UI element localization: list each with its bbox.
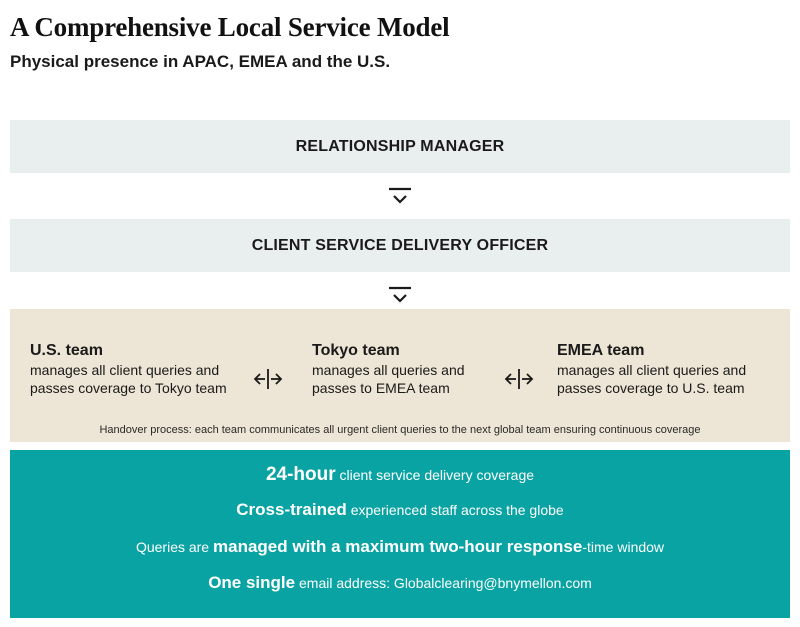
client-service-delivery-officer-box: CLIENT SERVICE DELIVERY OFFICER	[10, 219, 790, 272]
highlight-text: -time window	[582, 539, 665, 555]
us-team: U.S. team manages all client queries and…	[30, 341, 227, 397]
team-description: manages all queries and	[312, 362, 465, 378]
team-description: passes coverage to Tokyo team	[30, 380, 227, 396]
down-arrow-icon	[389, 187, 411, 204]
highlight-bold: 24-hour	[265, 464, 336, 485]
highlight-staff: Cross-trained experienced staff across t…	[10, 500, 790, 520]
highlights-panel: 24-hour client service delivery coverage…	[10, 450, 790, 618]
teams-panel: U.S. team manages all client queries and…	[10, 309, 790, 442]
highlight-bold: managed with a maximum two-hour response	[213, 537, 583, 556]
team-description: manages all client queries and	[30, 362, 220, 378]
client-service-delivery-officer-label: CLIENT SERVICE DELIVERY OFFICER	[251, 236, 549, 254]
down-arrow-icon	[389, 286, 411, 303]
highlight-bold: Cross-trained	[236, 500, 347, 519]
highlight-text: client service delivery coverage	[335, 467, 535, 483]
team-description: manages all client queries and	[557, 362, 747, 378]
highlight-text: experienced staff across the globe	[346, 502, 564, 518]
handover-arrows-icon	[504, 369, 534, 389]
page-subtitle: Physical presence in APAC, EMEA and the …	[10, 52, 391, 71]
tokyo-team: Tokyo team manages all queries and passe…	[312, 341, 465, 397]
highlight-text: email address: Globalclearing@bnymellon.…	[295, 575, 592, 591]
page-title: A Comprehensive Local Service Model	[10, 12, 450, 42]
handover-note: Handover process: each team communicates…	[99, 424, 701, 436]
emea-team: EMEA team manages all client queries and…	[557, 341, 746, 397]
highlight-response: Queries are managed with a maximum two-h…	[10, 537, 790, 557]
relationship-manager-label: RELATIONSHIP MANAGER	[295, 137, 505, 155]
team-description: passes coverage to U.S. team	[557, 380, 745, 396]
team-name: Tokyo team	[312, 342, 400, 359]
team-description: passes to EMEA team	[312, 380, 450, 396]
relationship-manager-box: RELATIONSHIP MANAGER	[10, 120, 790, 173]
team-name: EMEA team	[557, 342, 645, 359]
team-name: U.S. team	[30, 342, 103, 359]
highlight-text: Queries are	[135, 539, 213, 555]
highlight-coverage: 24-hour client service delivery coverage	[10, 464, 790, 486]
highlight-email: One single email address: Globalclearing…	[10, 573, 790, 593]
handover-arrows-icon	[253, 369, 283, 389]
highlight-bold: One single	[208, 573, 296, 592]
